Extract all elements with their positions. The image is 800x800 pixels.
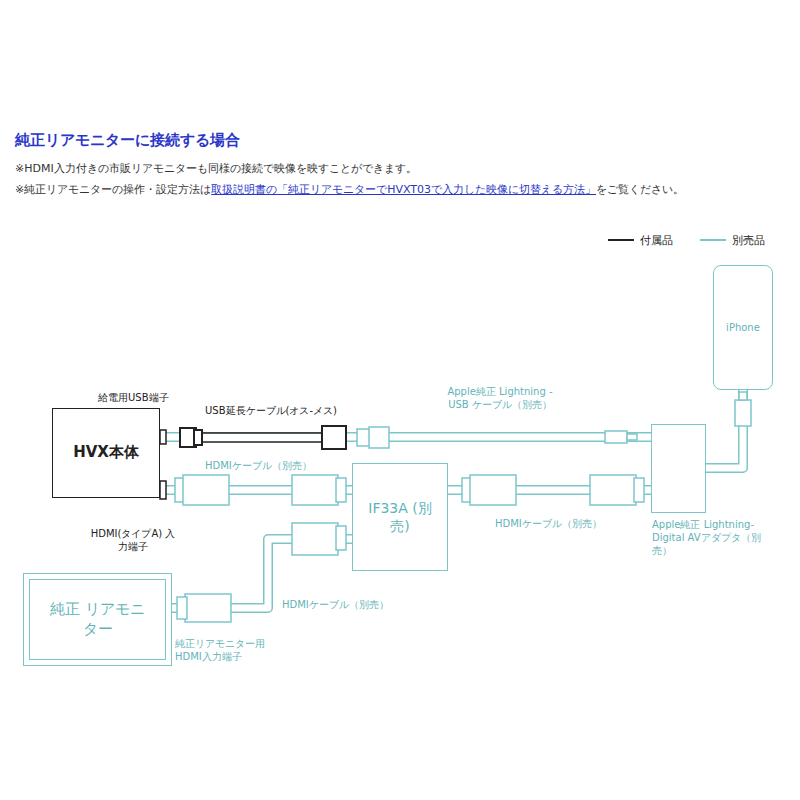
part-label: HDMI(タイプA) 入力端子 — [88, 527, 178, 553]
part-label: Apple純正 Lightning - USB ケーブル（別売） — [440, 385, 560, 411]
part-label: 純正リアモニター用 HDMI入力端子 — [175, 637, 285, 663]
node-text: IF33A (別売) — [365, 499, 435, 535]
node-text: iPhone — [726, 321, 760, 334]
part-label: 給電用USB端子 — [98, 391, 169, 404]
device-box: Apple純正 Lightning-Digital AVアダプタ（別売） — [651, 424, 706, 513]
phone-box: iPhone — [713, 265, 773, 390]
device-box: HVX本体 — [52, 408, 160, 498]
note-text: ※純正リアモニターの操作・設定方法は — [15, 183, 211, 196]
node-text: Apple純正 Lightning-Digital AVアダプタ（別売） — [652, 518, 772, 557]
note-line: ※純正リアモニターの操作・設定方法は取扱説明書の「純正リアモニターでHVXT03… — [15, 180, 785, 198]
part-label: HDMIケーブル（別売） — [282, 598, 389, 611]
legend-line — [608, 239, 634, 241]
note-text: ※HDMI入力付きの市販リアモニターも同様の接続で映像を映すことができます。 — [15, 162, 417, 175]
part-label: HDMIケーブル（別売） — [495, 517, 602, 530]
part-label: HDMIケーブル（別売） — [205, 459, 312, 472]
diagram-title: 純正リアモニターに接続する場合 — [15, 131, 240, 150]
node-text: HVX本体 — [73, 443, 139, 463]
manual-link: 取扱説明書の「純正リアモニターでHVXT03で入力した映像に切替える方法」 — [211, 183, 596, 196]
legend-text: 別売品 — [732, 233, 765, 248]
monitor-box: 純正 リアモニター — [23, 573, 172, 666]
device-box: IF33A (別売) — [352, 463, 448, 571]
legend-text: 付属品 — [640, 233, 673, 248]
cable-stroke — [160, 432, 651, 442]
legend-line — [700, 239, 726, 241]
node-text: 純正 リアモニター — [48, 600, 148, 639]
part-label: USB延長ケーブル(オス-メス) — [205, 404, 337, 417]
note-text: をご覧ください。 — [596, 183, 684, 196]
